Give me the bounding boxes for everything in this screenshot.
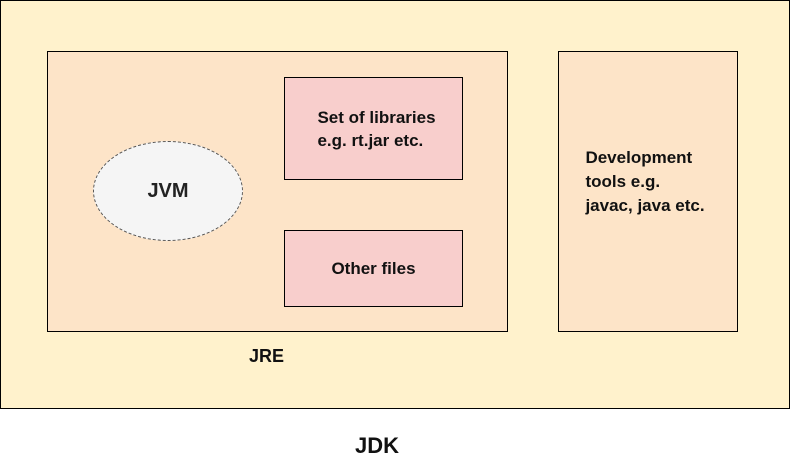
dev-tools-node: Development tools e.g. javac, java etc. [558,51,738,332]
jvm-label: JVM [147,179,189,202]
libraries-label: Set of libraries e.g. rt.jar etc. [317,107,436,150]
dev-tools-label: Development tools e.g. javac, java etc. [585,147,705,215]
jvm-node: JVM [93,141,243,241]
libraries-node: Set of libraries e.g. rt.jar etc. [284,77,463,180]
jre-label: JRE [249,346,285,366]
other-files-node: Other files [284,230,463,307]
other-files-label: Other files [331,258,416,278]
jdk-label: JDK [355,433,400,458]
